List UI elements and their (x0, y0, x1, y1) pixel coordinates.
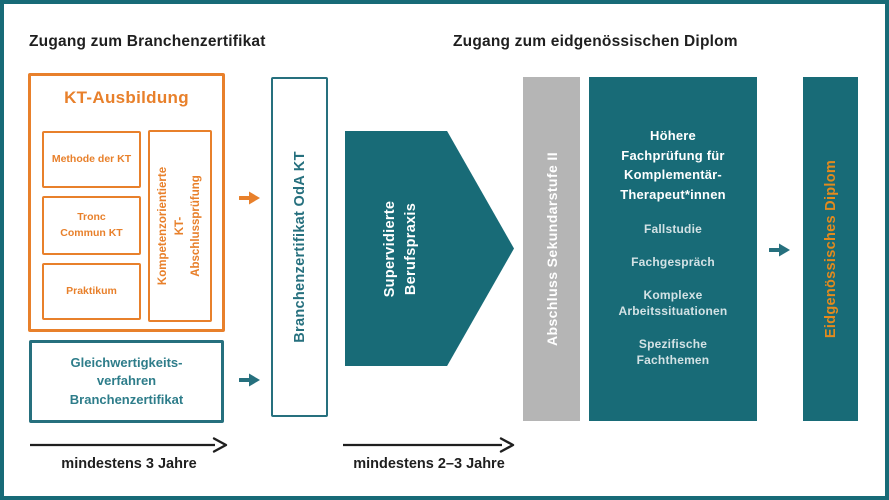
fachpruefung-item-komplexe-arbeitssituationen: Komplexe Arbeitssituationen (618, 288, 728, 318)
kt-ausbildung-title: KT-Ausbildung (64, 88, 189, 107)
gleichwertigkeitsverfahren-box: Gleichwertigkeits- verfahren Branchenzer… (29, 340, 224, 423)
kt-abschlusspruefung-box: Kompetenzorientierte KT-Abschlussprüfung (148, 130, 212, 322)
branchenzertifikat-bar: Branchenzertifikat OdA KT (271, 77, 328, 417)
berufspraxis-text-zone: Supervidierte Berufspraxis (345, 131, 457, 366)
module-praktikum-box: Praktikum (42, 263, 141, 320)
fachpruefung-item-fallstudie: Fallstudie (643, 222, 702, 236)
eidgenoessisches-diplom-label: Eidgenössisches Diplom (822, 159, 839, 339)
timeline-label-left: mindestens 3 Jahre (61, 456, 197, 472)
sekundarstufe-label: Abschluss Sekundarstufe II (543, 151, 560, 347)
berufspraxis-chevron: Supervidierte Berufspraxis (345, 131, 514, 366)
right-arrow-icon (769, 243, 790, 257)
berufspraxis-label: Supervidierte Berufspraxis (381, 200, 419, 297)
hoehere-fachpruefung-title: Höhere Fachprüfung für Komplementär- The… (620, 128, 726, 202)
fachpruefung-item-spezifische-fachthemen: Spezifische Fachthemen (636, 337, 710, 367)
fachpruefung-item-fachgespraech: Fachgespräch (631, 255, 715, 269)
timeline-arrow-left-icon (30, 437, 228, 453)
gleichwertigkeitsverfahren-label: Gleichwertigkeits- verfahren Branchenzer… (69, 355, 184, 407)
right-arrow-icon (239, 191, 260, 205)
heading-branchenzertifikat: Zugang zum Branchenzertifikat (29, 33, 266, 50)
heading-eidg-diplom: Zugang zum eidgenössischen Diplom (453, 33, 738, 50)
branchenzertifikat-label: Branchenzertifikat OdA KT (291, 151, 308, 343)
hoehere-fachpruefung-box: Höhere Fachprüfung für Komplementär- The… (589, 77, 757, 421)
kt-abschlusspruefung-label: Kompetenzorientierte KT-Abschlussprüfung (156, 166, 203, 286)
right-arrow-icon (239, 373, 260, 387)
module-tronc-commun-box: Tronc Commun KT (42, 196, 141, 255)
timeline-label-right: mindestens 2–3 Jahre (353, 456, 505, 472)
eidgenoessisches-diplom-bar: Eidgenössisches Diplom (803, 77, 858, 421)
timeline-arrow-right-icon (343, 437, 515, 453)
kt-ausbildung-box (28, 73, 225, 332)
sekundarstufe-bar: Abschluss Sekundarstufe II (523, 77, 580, 421)
module-methode-der-kt-box: Methode der KT (42, 131, 141, 188)
